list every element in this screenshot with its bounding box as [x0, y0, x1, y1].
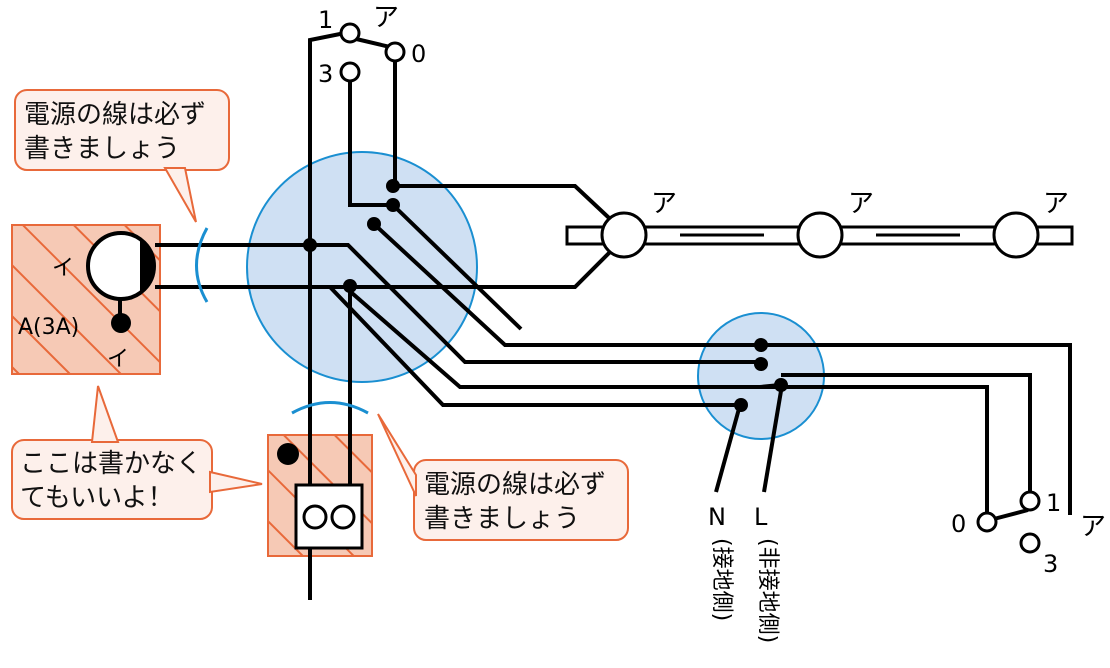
switch-bottom: 0 1 3 ア [951, 489, 1106, 578]
wire-bottom-switch-1 [781, 373, 1032, 497]
switch-terminal-3 [1019, 532, 1041, 554]
lamp-2 [796, 211, 844, 259]
source-l-desc: (非接地側) [755, 538, 780, 643]
connection-dot [343, 279, 357, 293]
wire-switch-0 [393, 60, 626, 234]
callout-1-pointer [163, 167, 197, 223]
callout-3-line-2: 書きましょう [424, 504, 580, 534]
connection-dots [111, 179, 788, 465]
switch-terminal-0 [976, 511, 998, 533]
clamp-left [195, 227, 209, 303]
callout-2-pointer-right [209, 470, 263, 494]
callout-2-pointer [90, 385, 120, 443]
switch-top-terminal-1-label: 1 [318, 6, 333, 34]
outlet-box [294, 483, 364, 550]
switch-top-terminal-0-label: 0 [411, 40, 426, 68]
wire-travel-b [391, 203, 523, 331]
connection-dot [367, 217, 381, 231]
left-device-label-i-top: イ [52, 256, 74, 281]
left-device: イ A(3A) イ [18, 231, 156, 372]
wire-travel-a [372, 222, 1072, 515]
lamps: ア ア ア [600, 189, 1069, 259]
switch-terminal-0 [384, 41, 406, 63]
switch-terminal-1 [339, 22, 361, 44]
junction-box-main [246, 151, 478, 383]
cable-clamps [195, 227, 369, 415]
callout-1-box [14, 89, 230, 171]
connection-dot [734, 398, 748, 412]
switch-bottom-terminal-1-label: 1 [1046, 489, 1061, 517]
wire-left-top [155, 243, 757, 364]
outlet-socket-right [330, 504, 356, 530]
callout-2-line-1: ここは書かなく [20, 449, 202, 479]
callout-3: 電源の線は必ず 書きましょう [377, 413, 629, 541]
wire-switch-3 [348, 80, 393, 207]
lamp-1-label: ア [651, 189, 677, 219]
wires [118, 31, 1072, 600]
left-device-dot [111, 313, 131, 333]
wire-switch-common [308, 31, 346, 600]
outlet [294, 483, 364, 550]
wire-source-n [714, 404, 742, 493]
lamp-3 [992, 211, 1040, 259]
connection-dot [386, 179, 400, 193]
callout-1-line-2: 書きましょう [24, 134, 180, 164]
switch-bottom-label: ア [1080, 512, 1106, 542]
outlet-dot [277, 443, 299, 465]
switch-top-terminal-3-label: 3 [318, 60, 333, 88]
wire-lower-1 [343, 285, 989, 518]
connection-dot [303, 238, 317, 252]
switch-bottom-terminal-3-label: 3 [1043, 550, 1058, 578]
lamp-3-label: ア [1043, 189, 1069, 219]
connection-dot [774, 378, 788, 392]
lamp-1 [600, 211, 648, 259]
source-n-desc: (接地側) [709, 538, 734, 621]
power-source-labels: N L (接地側) (非接地側) [708, 503, 780, 643]
left-device-label-i-bottom: イ [107, 347, 129, 372]
wire-source-l [762, 384, 784, 493]
callout-1-line-1: 電源の線は必ず [24, 100, 206, 130]
left-device-label-a: A(3A) [18, 315, 79, 340]
switch-terminal-3 [339, 61, 361, 83]
connection-dot [754, 357, 768, 371]
source-l-label: L [754, 503, 768, 531]
callout-1: 電源の線は必ず 書きましょう [14, 89, 230, 223]
callout-3-line-1: 電源の線は必ず [424, 470, 606, 500]
switch-terminal-1 [1019, 490, 1041, 512]
callout-3-pointer [377, 413, 417, 497]
switch-top-label: ア [373, 3, 399, 33]
switch-bottom-terminal-0-label: 0 [951, 510, 966, 538]
callout-2-line-2: てもいいよ！ [20, 483, 174, 513]
lamp-2-label: ア [848, 189, 874, 219]
wire-left-bottom [155, 236, 626, 289]
wire-switch-arm [351, 36, 391, 49]
outlet-socket-left [302, 504, 328, 530]
clamp-bottom [291, 401, 369, 415]
connection-dot [386, 198, 400, 212]
source-n-label: N [708, 503, 726, 531]
callout-2: ここは書かなく てもいいよ！ [11, 385, 263, 520]
left-device-symbol-fill [140, 239, 155, 293]
callout-3-box [413, 459, 629, 541]
connection-dot [754, 338, 768, 352]
wire-lower-2 [328, 285, 740, 407]
switch-top: 1 0 3 ア [318, 3, 426, 88]
